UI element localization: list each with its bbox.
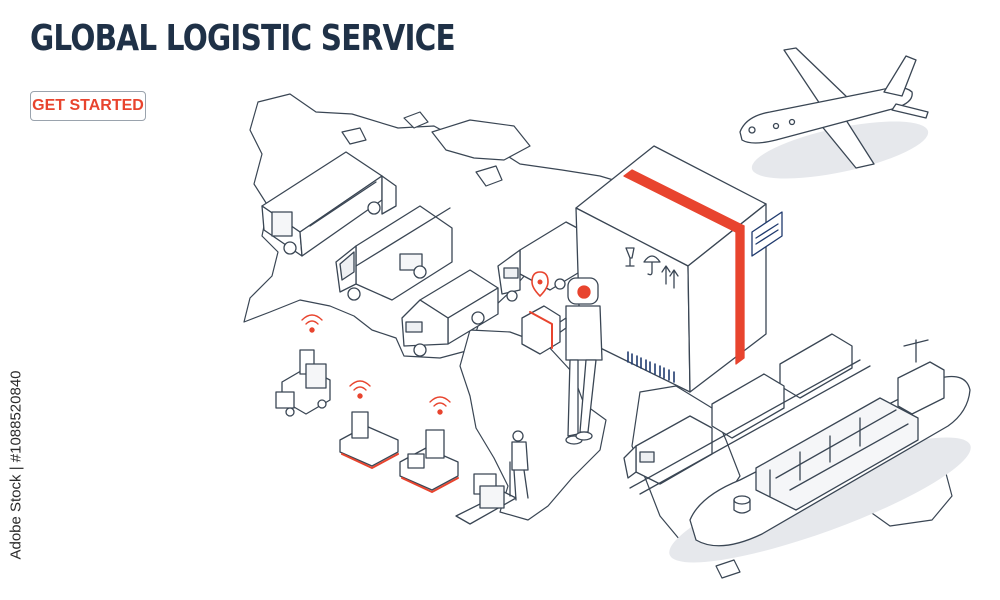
cargo-truck-windshield — [503, 267, 519, 279]
train-track — [639, 365, 871, 495]
airplane-window — [772, 122, 780, 130]
arctic-island-2 — [475, 165, 503, 187]
worker-body — [511, 441, 529, 471]
semi-windshield — [405, 321, 423, 333]
island-south — [715, 559, 741, 579]
box-truck-wheel — [283, 241, 297, 255]
airplane-fuselage — [739, 86, 913, 144]
greenland-island — [431, 119, 531, 161]
box-truck — [261, 151, 397, 257]
ship-funnel-body — [733, 499, 751, 514]
airplane-window — [748, 126, 756, 134]
train-track — [629, 359, 861, 489]
robot-column — [351, 411, 369, 439]
container-row — [789, 423, 909, 491]
robot-parcel-tape — [529, 311, 553, 349]
ship-bridge — [897, 361, 945, 415]
semi-wheel — [413, 343, 427, 357]
robot-accent-strip — [401, 477, 459, 493]
wifi-signal-icon — [349, 380, 371, 399]
page-title: GLOBAL LOGISTIC SERVICE — [30, 18, 456, 59]
robot-courier — [521, 277, 603, 445]
get-started-button[interactable]: GET STARTED — [30, 91, 146, 121]
box-tape-side — [735, 225, 745, 365]
airplane-stabilizer — [891, 103, 929, 119]
this-side-up-icon — [661, 265, 679, 289]
container-ship — [669, 339, 971, 563]
cargo-truck-wheel — [506, 290, 518, 302]
robot-torso — [565, 305, 603, 361]
robot-parcel — [407, 453, 425, 469]
van-wheel — [347, 287, 361, 301]
airplane-wing-upper — [783, 47, 851, 105]
robot-eye — [577, 285, 591, 299]
box-truck-stripe — [309, 181, 377, 227]
box-truck-cab — [381, 175, 397, 215]
train-locomotive-nose — [623, 445, 637, 479]
robot-foot — [575, 431, 593, 441]
ship-mast-arm — [903, 339, 929, 347]
train-car-2 — [711, 373, 785, 439]
cargo-box — [575, 145, 783, 393]
airplane — [739, 47, 929, 179]
van-door — [399, 253, 423, 271]
freight-train — [623, 333, 871, 495]
box-truck-wheel — [367, 201, 381, 215]
warehouse-robot — [399, 429, 459, 493]
worker-with-hand-truck — [455, 430, 529, 525]
arctic-island-1 — [403, 111, 429, 129]
forklift-wheel — [317, 399, 327, 409]
van-windshield — [339, 251, 355, 281]
semi-truck — [401, 269, 499, 357]
box-truck-cargo — [271, 211, 293, 237]
label-line — [755, 223, 779, 239]
cargo-truck-wheel — [554, 278, 566, 290]
robot-leg-left — [567, 359, 579, 437]
wifi-signal-icon — [301, 314, 323, 333]
worker-legs — [513, 469, 529, 501]
forklift-wheel — [285, 407, 295, 417]
airplane-tail — [883, 55, 917, 97]
robot-column — [425, 429, 445, 459]
forklift-stack — [305, 363, 327, 389]
container-row — [775, 409, 897, 479]
box-shipping-label — [751, 211, 783, 257]
van-roofline — [355, 207, 451, 267]
semi-cab — [401, 299, 449, 347]
robot-parcel — [521, 305, 561, 355]
train-window — [639, 451, 655, 463]
label-line — [755, 229, 779, 245]
delivery-van — [335, 205, 453, 301]
warehouse-robot — [339, 411, 399, 469]
arctic-island-3 — [341, 127, 367, 145]
robot-accent-strip — [341, 453, 399, 469]
ship-funnel — [733, 495, 751, 505]
ship-deck-containers — [755, 397, 919, 511]
airplane-shadow — [751, 121, 929, 179]
semi-wheel — [471, 311, 485, 325]
location-pin-icon — [531, 271, 549, 297]
umbrella-icon — [643, 255, 661, 276]
fragile-glass-icon — [625, 247, 635, 267]
wifi-signal-icon — [429, 396, 451, 415]
hand-truck-parcel — [479, 485, 505, 509]
forklift-parcel — [275, 391, 295, 409]
forklift — [275, 349, 331, 417]
van-wheel — [413, 265, 427, 279]
worker-head — [512, 430, 524, 442]
airplane-window — [788, 118, 796, 126]
barcode-icon — [627, 351, 675, 383]
train-car-3 — [779, 333, 853, 399]
robot-platform — [339, 425, 399, 467]
